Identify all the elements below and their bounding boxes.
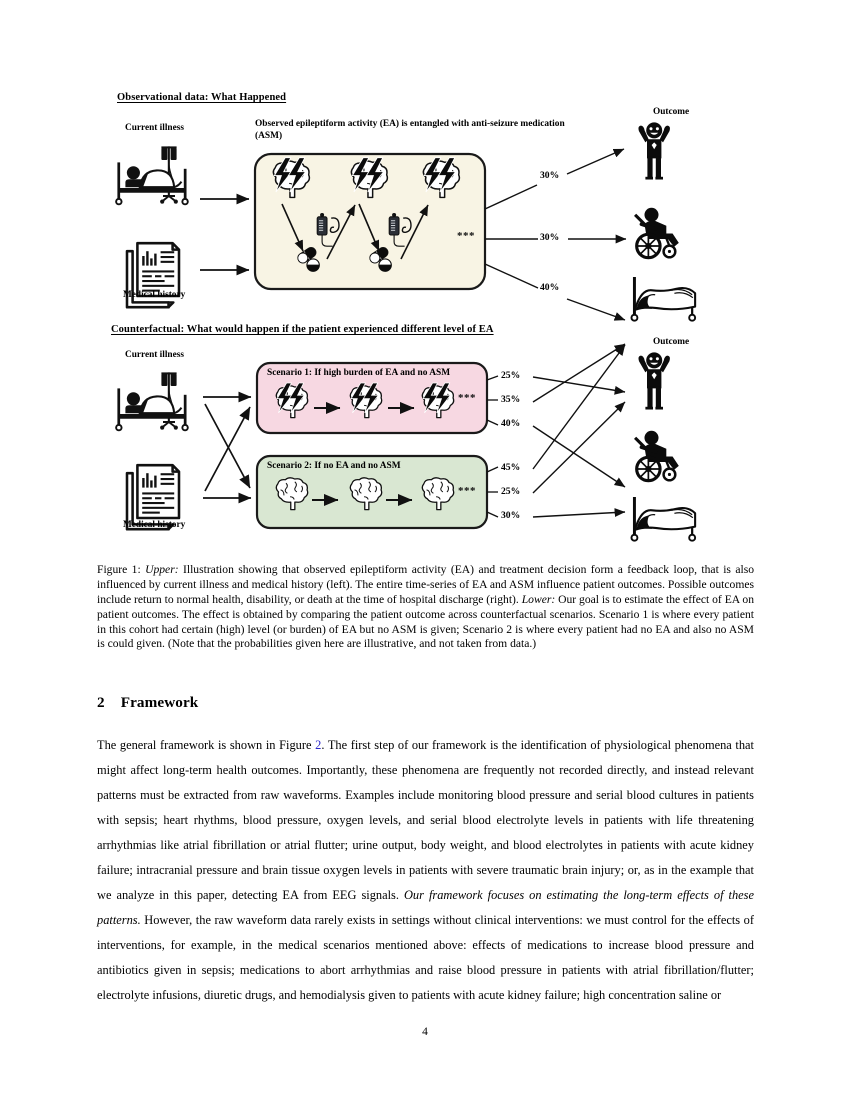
counterfactual-panel-heading: Counterfactual: What would happen if the…	[111, 324, 494, 335]
scenario-1-percent-death: 40%	[501, 418, 521, 429]
figure-2-reference-link[interactable]: 2	[315, 738, 322, 752]
body-text-b: . The first step of our framework is the…	[97, 738, 754, 903]
page-number: 4	[422, 1026, 428, 1038]
upper-ellipsis: ***	[457, 230, 475, 242]
body-text-italic: Our framework focuses on estimating the …	[97, 888, 754, 928]
observational-box-title: Observed epileptiform activity (EA) is e…	[255, 119, 565, 142]
scenario-1-percent-healthy: 25%	[501, 370, 521, 381]
upper-percent-death: 40%	[540, 282, 560, 293]
figure-graphics	[115, 122, 697, 542]
observational-panel-heading: Observational data: What Happened	[117, 92, 287, 103]
scenario-1-ellipsis: ***	[458, 392, 476, 404]
scenario-1-title: Scenario 1: If high burden of EA and no …	[267, 368, 451, 378]
upper-medical-history-label: Medical history	[123, 290, 186, 300]
scenario-1-percent-disability: 35%	[501, 394, 521, 405]
caption-upper-tag: Upper:	[145, 563, 179, 576]
caption-label: Figure 1:	[97, 563, 146, 576]
upper-current-illness-label: Current illness	[125, 123, 184, 133]
scenario-2-title: Scenario 2: If no EA and no ASM	[267, 461, 401, 471]
upper-outcome-label: Outcome	[653, 107, 690, 117]
lower-outcome-label: Outcome	[653, 337, 690, 347]
upper-percent-healthy: 30%	[540, 170, 560, 181]
section-title: Framework	[120, 694, 199, 711]
section-heading: 2 Framework	[97, 694, 198, 712]
figure-1: Observational data: What Happened Curren…	[97, 92, 757, 552]
figure-caption: Figure 1: Upper: Illustration showing th…	[97, 563, 754, 652]
caption-text-lower: Our goal is to estimate the effect of EA…	[97, 592, 755, 651]
section-number: 2	[97, 694, 105, 711]
caption-text-upper: Illustration showing that observed epile…	[97, 563, 754, 606]
body-text-a: The general framework is shown in Figure	[97, 738, 316, 752]
lower-current-illness-label: Current illness	[125, 350, 184, 360]
caption-lower-tag: Lower:	[521, 592, 556, 606]
upper-percent-disability: 30%	[540, 232, 560, 243]
scenario-2-ellipsis: ***	[458, 485, 476, 497]
lower-medical-history-label: Medical history	[123, 520, 186, 530]
scenario-2-percent-healthy: 45%	[501, 462, 521, 473]
scenario-2-percent-disability: 25%	[501, 486, 521, 497]
body-text-c: However, the raw waveform data rarely ex…	[97, 913, 754, 1003]
scenario-2-percent-death: 30%	[501, 510, 521, 521]
body-paragraph: The general framework is shown in Figure…	[97, 733, 754, 1009]
